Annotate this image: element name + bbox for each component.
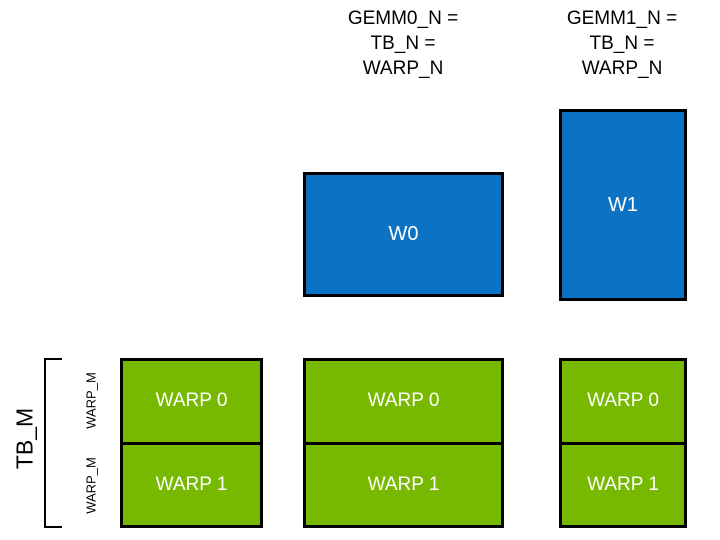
green-cell-label: WARP 1 [155,473,228,495]
tb-m-axis-label: TB_M [11,407,38,470]
green-column-2: WARP 0 WARP 1 [559,358,687,528]
green-cell-col2-warp1: WARP 1 [559,441,687,528]
green-cell-col0-warp0: WARP 0 [120,358,263,445]
green-cell-label: WARP 0 [155,390,228,412]
green-column-1: WARP 0 WARP 1 [303,358,504,528]
green-cell-label: WARP 1 [367,473,440,495]
blue-tile-w1: W1 [559,109,687,301]
column-caption-gemm1: GEMM1_N = TB_N = WARP_N [566,8,678,79]
warp-m-axis-label-bottom: WARP_M [83,457,99,514]
green-cell-label: WARP 1 [587,473,659,495]
warp-m-axis-label-top: WARP_M [83,372,99,429]
green-cell-col2-warp0: WARP 0 [559,358,687,445]
blue-tile-w1-label: W1 [608,193,638,216]
blue-tile-w0: W0 [303,172,504,297]
green-cell-col0-warp1: WARP 1 [120,441,263,528]
blue-tile-w0-label: W0 [388,223,419,245]
column-caption-gemm0: GEMM0_N = TB_N = WARP_N [347,8,459,79]
green-cell-col1-warp0: WARP 0 [303,358,504,445]
tb-m-bracket [44,358,62,528]
green-cell-label: WARP 0 [587,390,659,412]
green-column-0: WARP 0 WARP 1 [120,358,263,528]
green-cell-col1-warp1: WARP 1 [303,441,504,528]
green-cell-label: WARP 0 [367,390,440,412]
